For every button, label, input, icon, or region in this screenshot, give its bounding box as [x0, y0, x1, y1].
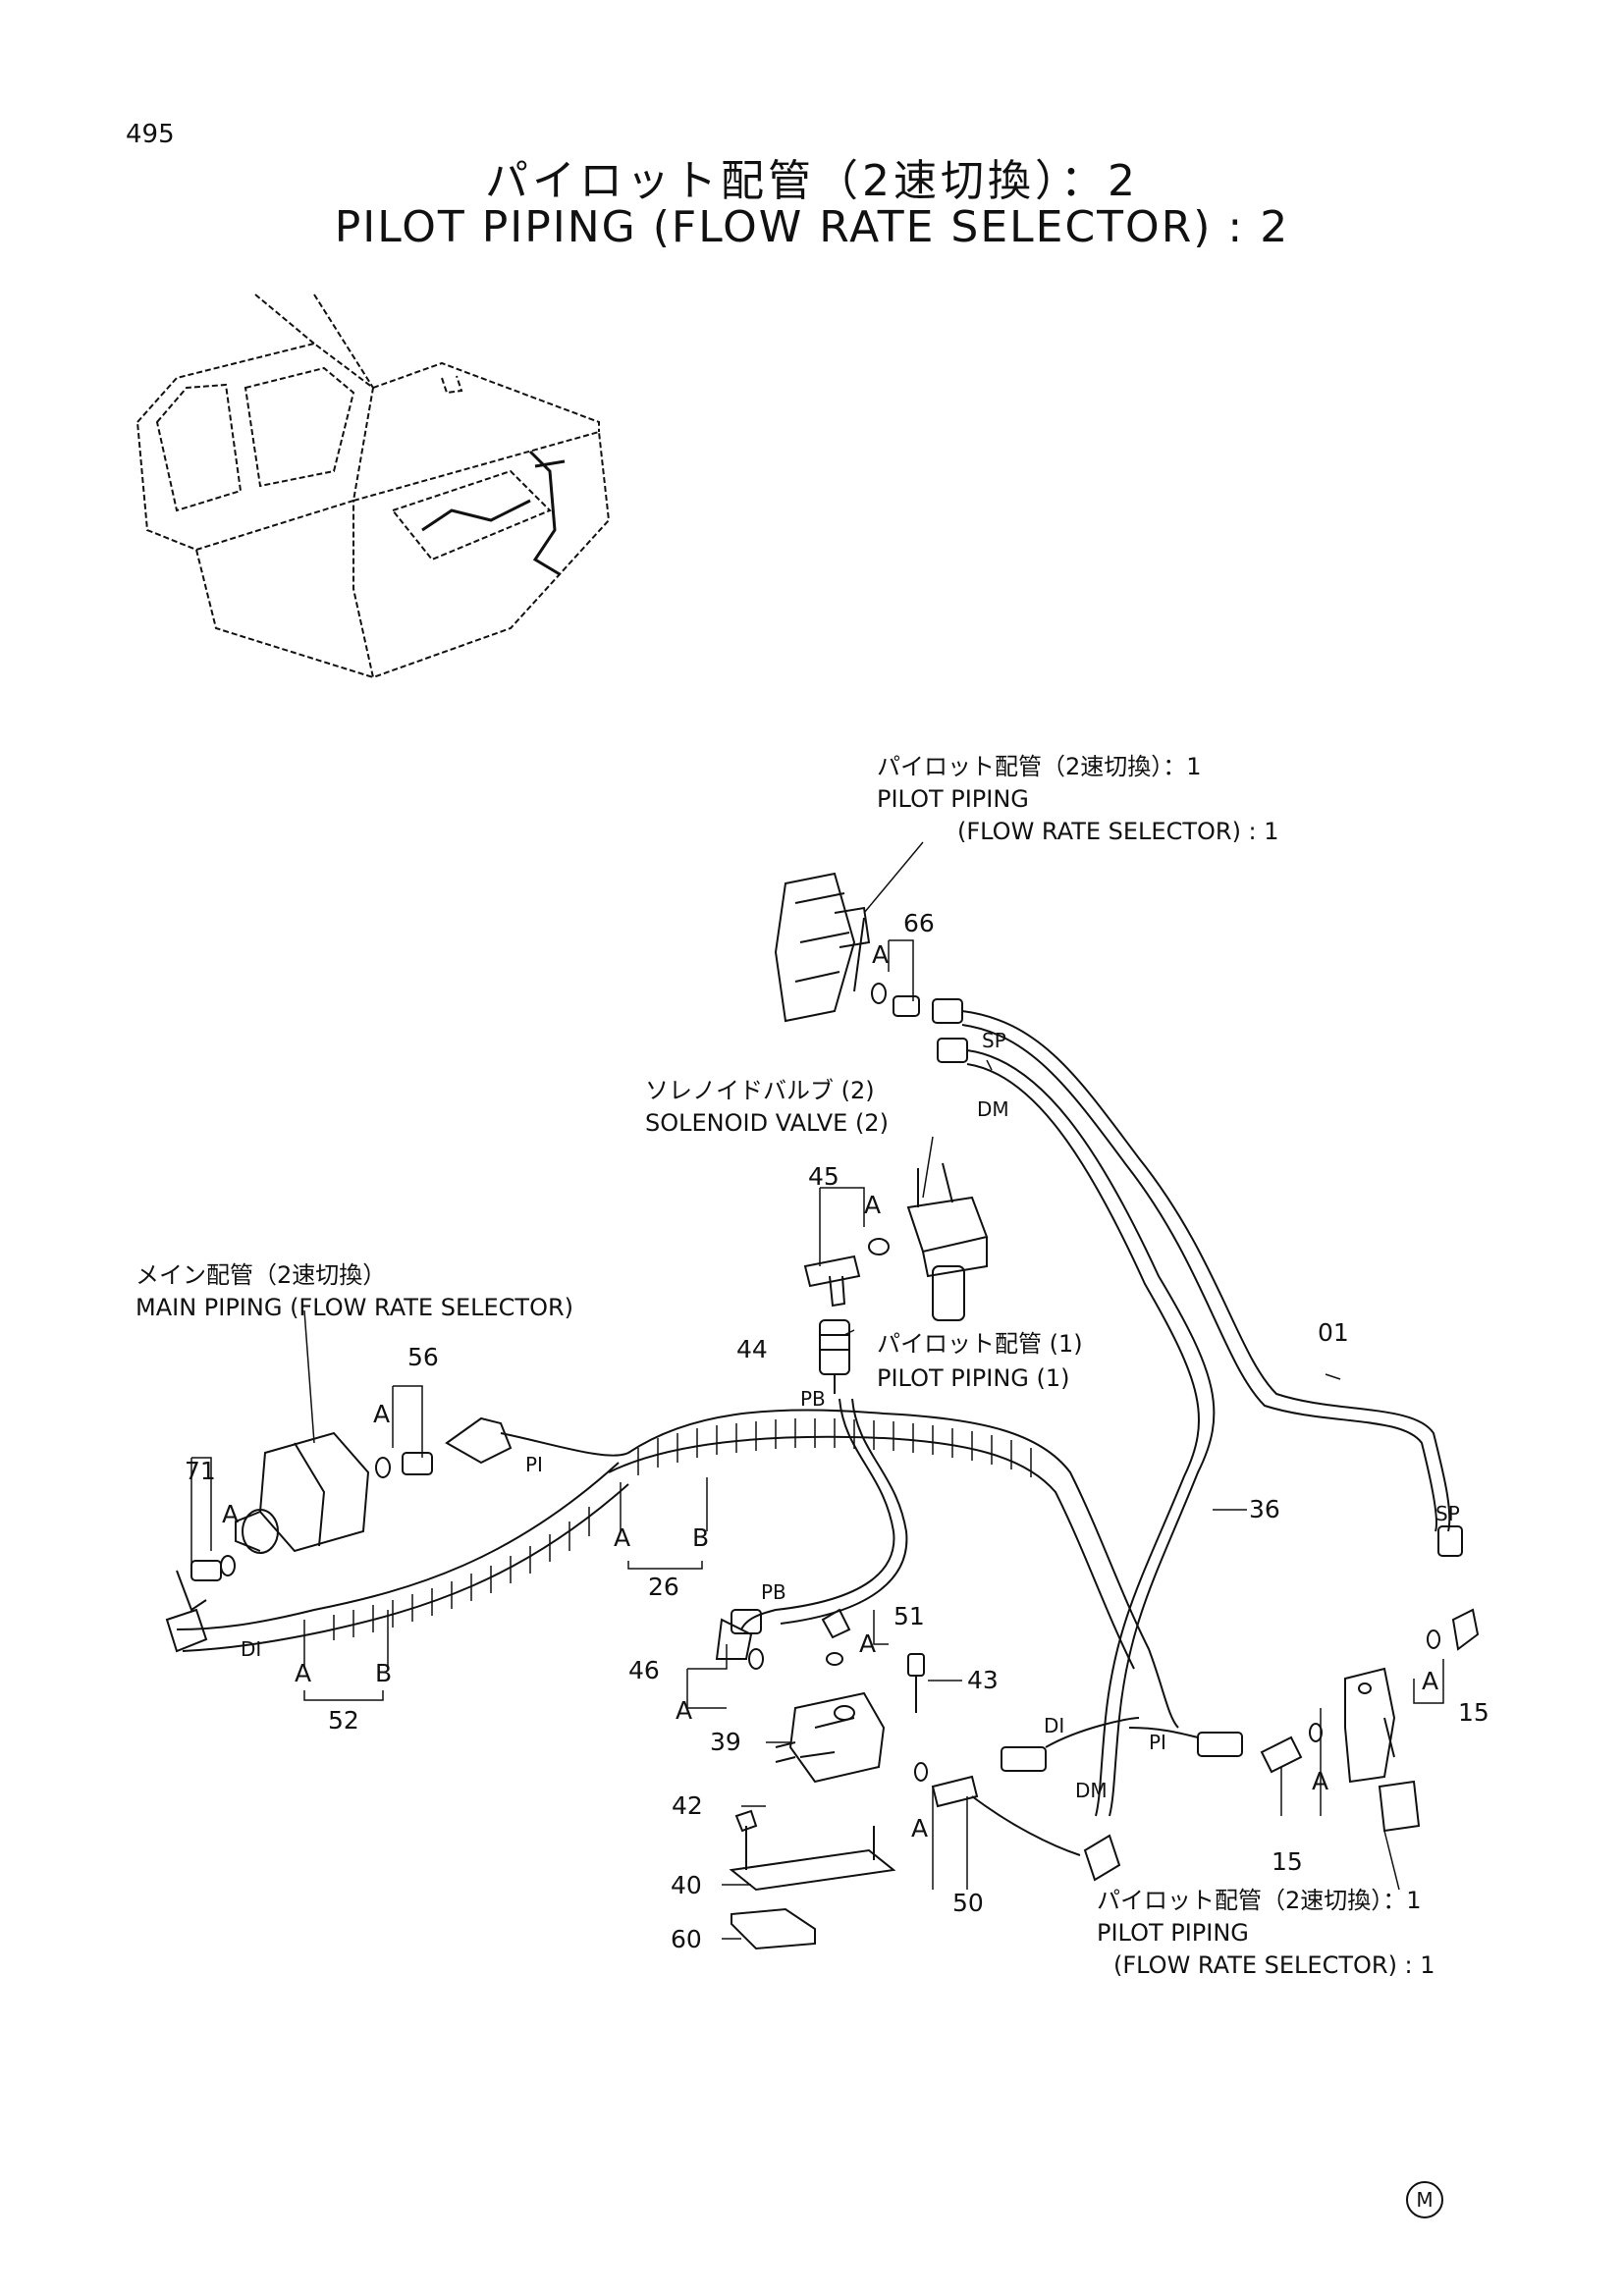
solenoid-valve [906, 1162, 989, 1321]
fitting-66 [871, 983, 968, 1063]
part-number-36: 36 [1249, 1495, 1280, 1523]
page-title-jp: パイロット配管（2速切換）：2 [485, 156, 1139, 206]
letter-a-56: A [373, 1400, 391, 1428]
m-mark-icon: M [1406, 2181, 1443, 2218]
part-number-45: 45 [808, 1162, 839, 1191]
letter-b-26: B [692, 1523, 710, 1552]
excavator-overview-illustration [135, 294, 611, 679]
letter-b-52: B [375, 1659, 393, 1687]
port-label-di-lower: DI [1044, 1714, 1065, 1737]
letter-a-26: A [614, 1523, 631, 1552]
part-number-66: 66 [903, 909, 935, 937]
part-number-71: 71 [185, 1457, 216, 1485]
callout-pilot1-en: PILOT PIPING (1) [877, 1364, 1070, 1392]
highlighted-piping-in-overview [421, 450, 566, 576]
callout-pilot-top-en1: PILOT PIPING [877, 785, 1029, 813]
elbow-fitting-di [165, 1608, 208, 1653]
port-label-sp-right: SP [1435, 1502, 1460, 1525]
callout-main-piping-jp: メイン配管（2速切換） [135, 1261, 387, 1289]
bracket-60 [731, 1907, 816, 1950]
port-label-pi-left: PI [525, 1453, 543, 1476]
port-label-sp-top: SP [982, 1029, 1006, 1052]
callout-solenoid-jp: ソレノイドバルブ (2) [645, 1077, 875, 1104]
port-label-dm-lower: DM [1075, 1779, 1108, 1802]
callout-pilot-bottom-en2: (FLOW RATE SELECTOR) : 1 [1113, 1951, 1435, 1979]
callout-pilot-top-jp: パイロット配管（2速切換）：1 [877, 753, 1202, 780]
part-number-42: 42 [672, 1791, 703, 1820]
part-number-52: 52 [328, 1706, 359, 1735]
hose-36 [966, 1049, 1216, 1817]
plate-40 [729, 1848, 896, 1892]
letter-a-15-right: A [1422, 1667, 1439, 1695]
callout-main-piping-en: MAIN PIPING (FLOW RATE SELECTOR) [135, 1294, 573, 1321]
port-label-di-left: DI [241, 1637, 262, 1661]
part-number-43: 43 [967, 1666, 999, 1694]
tee-fitting-45 [803, 1255, 861, 1308]
port-label-dm-top: DM [977, 1097, 1009, 1121]
letter-a-71: A [222, 1500, 240, 1528]
part-number-44: 44 [736, 1335, 768, 1363]
letter-a-46: A [676, 1696, 693, 1725]
letter-a-45: A [864, 1191, 882, 1219]
letter-a-66: A [872, 940, 890, 969]
page-title-en: PILOT PIPING (FLOW RATE SELECTOR) : 2 [334, 202, 1290, 252]
main-piping-block [235, 1431, 370, 1554]
braided-hose-bundle [176, 1409, 1179, 1729]
part-number-26: 26 [648, 1573, 679, 1601]
hose-01 [961, 1010, 1451, 1532]
callout-pilot-top-en2: (FLOW RATE SELECTOR) : 1 [957, 818, 1279, 845]
port-label-pb-top: PB [800, 1387, 826, 1411]
letter-a-50: A [911, 1814, 929, 1842]
part-number-46: 46 [628, 1656, 660, 1684]
part-number-15-lower: 15 [1272, 1847, 1303, 1876]
page-number: 495 [126, 120, 175, 149]
part-number-01: 01 [1318, 1318, 1349, 1347]
part-number-15-right: 15 [1458, 1698, 1489, 1727]
part-number-50: 50 [952, 1889, 984, 1917]
hose-44 [819, 1319, 850, 1394]
letter-a-51: A [859, 1629, 877, 1658]
callout-pilot1-jp: パイロット配管 (1) [877, 1330, 1083, 1358]
callout-pilot-bottom-jp: パイロット配管（2速切換）：1 [1097, 1887, 1422, 1914]
pilot-block-top [774, 872, 871, 1023]
hose-coil-marks [333, 1418, 1032, 1640]
letter-a-15-lower: A [1312, 1767, 1329, 1795]
port-label-pi-lower: PI [1149, 1731, 1166, 1754]
port-label-pb-lower: PB [761, 1580, 786, 1604]
callout-pilot-bottom-en1: PILOT PIPING [1097, 1919, 1249, 1947]
part-number-60: 60 [671, 1925, 702, 1953]
part-number-40: 40 [671, 1871, 702, 1899]
bracket-block-right [1344, 1667, 1421, 1833]
letter-a-52: A [295, 1659, 312, 1687]
leader-lines [190, 841, 1444, 1940]
part-number-56: 56 [407, 1343, 439, 1371]
part-number-51: 51 [893, 1602, 925, 1630]
valve-39 [775, 1691, 886, 1784]
callout-solenoid-en: SOLENOID VALVE (2) [645, 1109, 889, 1137]
part-number-39: 39 [710, 1728, 741, 1756]
